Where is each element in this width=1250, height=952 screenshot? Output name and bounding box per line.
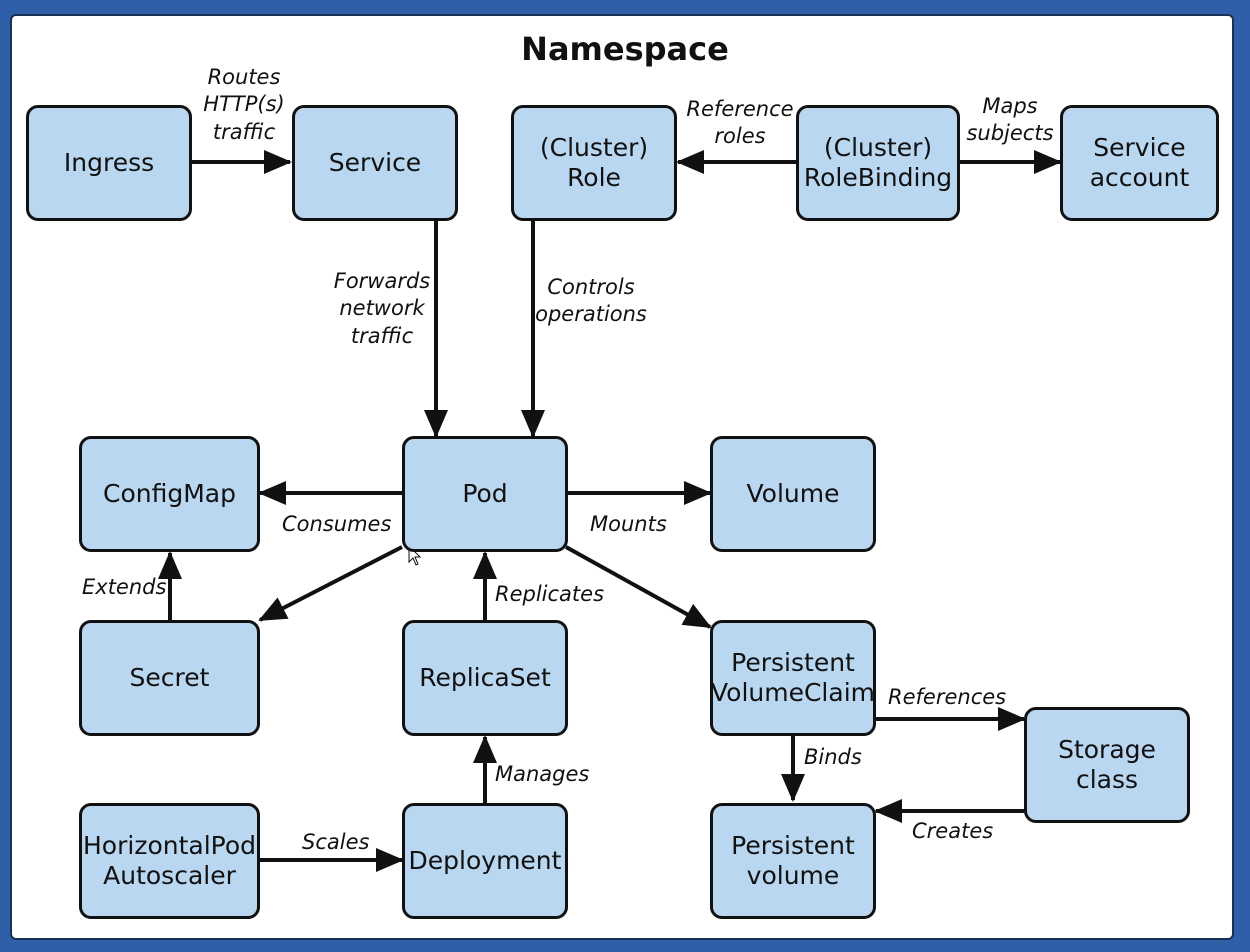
label-replicates: Replicates — [495, 582, 605, 606]
node-cluster-role-binding: (Cluster) RoleBinding — [796, 105, 960, 221]
label-manages: Manages — [495, 762, 590, 786]
node-service: Service — [292, 105, 458, 221]
node-hpa: HorizontalPod Autoscaler — [79, 803, 260, 919]
node-pod: Pod — [402, 436, 568, 552]
label-routes: Routes HTTP(s) traffic — [203, 65, 285, 144]
label-mounts: Mounts — [590, 512, 667, 536]
node-ingress: Ingress — [26, 105, 192, 221]
node-storage-class: Storage class — [1024, 707, 1190, 823]
label-creates: Creates — [912, 819, 994, 843]
label-extends: Extends — [82, 575, 167, 599]
node-secret: Secret — [79, 620, 260, 736]
node-configmap: ConfigMap — [79, 436, 260, 552]
node-persistent-volume-claim: Persistent VolumeClaim — [710, 620, 876, 736]
edge-pod-pvc — [565, 545, 712, 629]
label-reference-roles: Reference roles — [686, 97, 794, 149]
edge-pod-secret — [258, 545, 403, 622]
label-scales: Scales — [302, 830, 370, 854]
node-persistent-volume: Persistent volume — [710, 803, 876, 919]
diagram-title: Namespace — [521, 30, 729, 68]
label-controls: Controls operations — [535, 275, 647, 327]
label-maps-subjects: Maps subjects — [966, 94, 1054, 146]
node-volume: Volume — [710, 436, 876, 552]
node-deployment: Deployment — [402, 803, 568, 919]
label-consumes: Consumes — [282, 512, 392, 536]
label-references: References — [888, 685, 1007, 709]
node-replicaset: ReplicaSet — [402, 620, 568, 736]
label-binds: Binds — [804, 745, 862, 769]
node-cluster-role: (Cluster) Role — [511, 105, 677, 221]
label-forwards: Forwards network traffic — [333, 269, 431, 348]
node-service-account: Service account — [1060, 105, 1219, 221]
